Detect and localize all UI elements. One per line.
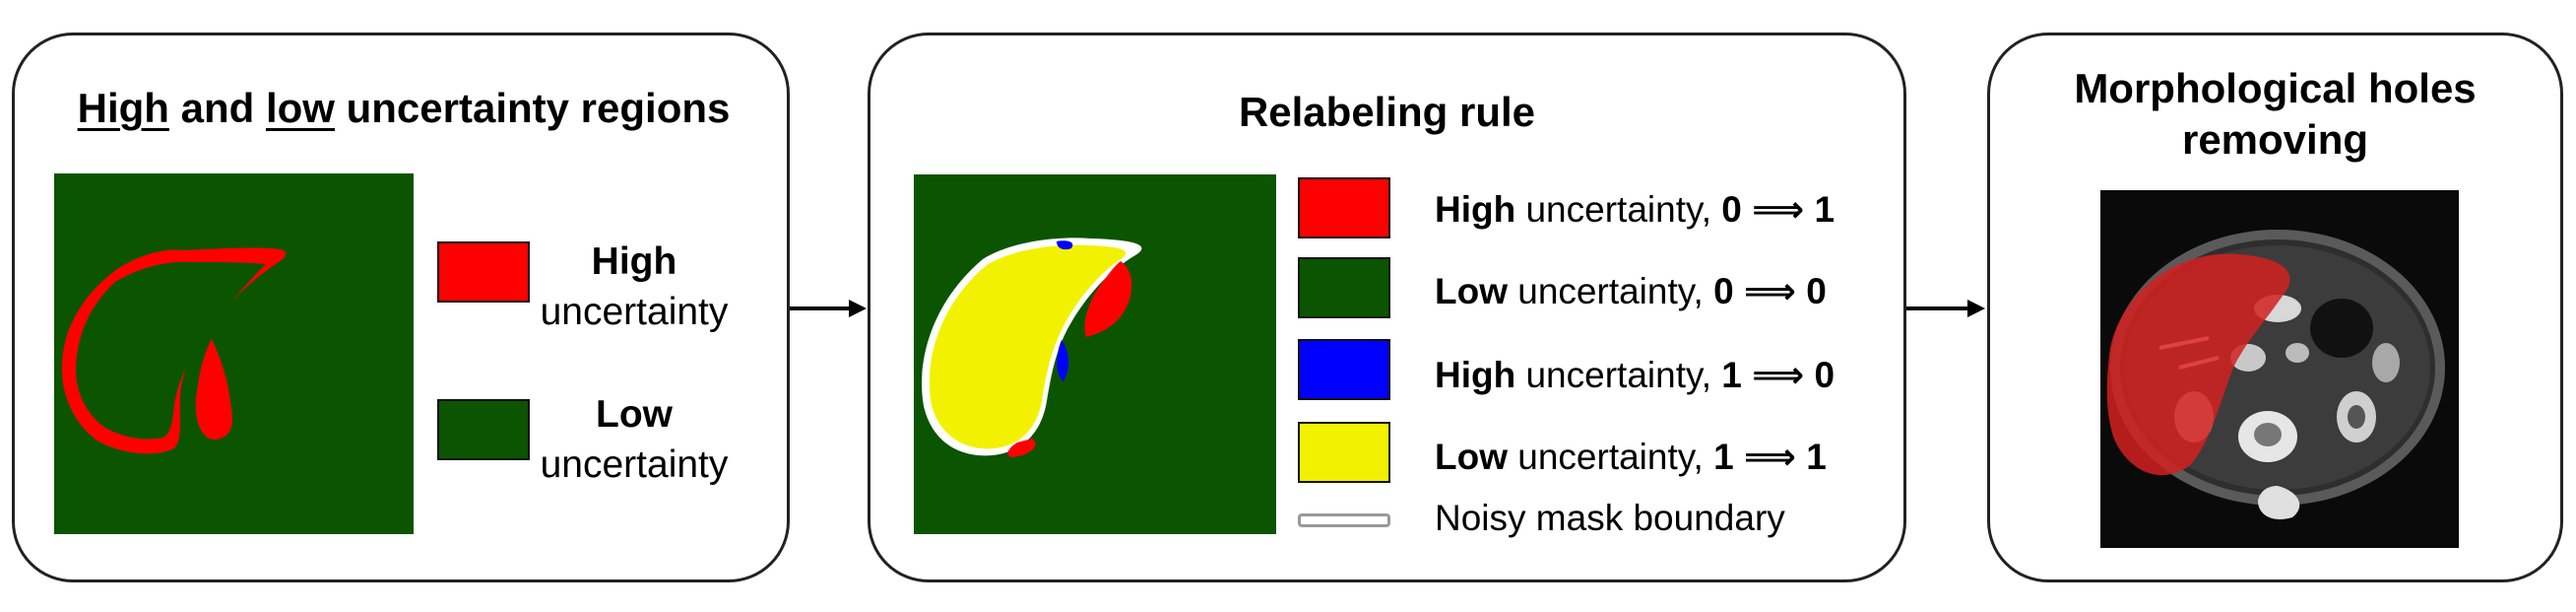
relabeling-rule-panel: Relabeling rule High uncertainty, 0 ⟹ 1 … bbox=[868, 33, 1906, 582]
legend-label-high: High uncertainty bbox=[511, 237, 757, 337]
title-high-word: High bbox=[77, 85, 169, 131]
legend-label-low: Low uncertainty bbox=[511, 389, 757, 490]
uncertainty-regions-panel: High and low uncertainty regions High un… bbox=[12, 33, 790, 582]
uncertainty-map bbox=[54, 173, 414, 534]
panel1-title: High and low uncertainty regions bbox=[74, 85, 734, 132]
arrow-right-icon bbox=[790, 300, 867, 317]
rule-label-low-1-1: Low uncertainty, 1 ⟹ 1 bbox=[1435, 437, 1827, 477]
legend-high-bold: High bbox=[591, 240, 677, 283]
rule-label-boundary: Noisy mask boundary bbox=[1435, 498, 1785, 538]
holes-removing-panel: Morphological holes removing bbox=[1987, 33, 2563, 582]
relabel-map bbox=[914, 174, 1276, 534]
rule-swatch-low-0-0 bbox=[1298, 257, 1390, 318]
legend-swatch-high bbox=[437, 241, 530, 303]
panel3-title: Morphological holes removing bbox=[1990, 63, 2560, 166]
legend-high-rest: uncertainty bbox=[540, 291, 729, 333]
panel3-title-line1: Morphological holes bbox=[2074, 65, 2477, 111]
rule-swatch-high-1-0 bbox=[1298, 339, 1390, 400]
rule-swatch-boundary bbox=[1298, 513, 1390, 527]
title-rest-words: uncertainty regions bbox=[334, 85, 731, 131]
panel2-title: Relabeling rule bbox=[1238, 89, 1536, 135]
rule-label-low-0-0: Low uncertainty, 0 ⟹ 0 bbox=[1435, 271, 1827, 311]
rule-label-high-1-0: High uncertainty, 1 ⟹ 0 bbox=[1435, 355, 1835, 395]
ct-scan-image bbox=[2100, 190, 2459, 548]
rule-label-high-0-1: High uncertainty, 0 ⟹ 1 bbox=[1435, 189, 1835, 230]
panel3-title-line2: removing bbox=[2181, 116, 2369, 163]
title-low-word: low bbox=[265, 85, 335, 131]
legend-swatch-low bbox=[437, 399, 530, 460]
title-and-word: and bbox=[168, 85, 266, 131]
legend-low-bold: Low bbox=[596, 393, 673, 436]
rule-swatch-low-1-1 bbox=[1298, 422, 1390, 483]
legend-low-rest: uncertainty bbox=[540, 443, 729, 486]
arrow-right-icon-2 bbox=[1906, 300, 1985, 317]
rule-swatch-high-0-1 bbox=[1298, 177, 1390, 238]
